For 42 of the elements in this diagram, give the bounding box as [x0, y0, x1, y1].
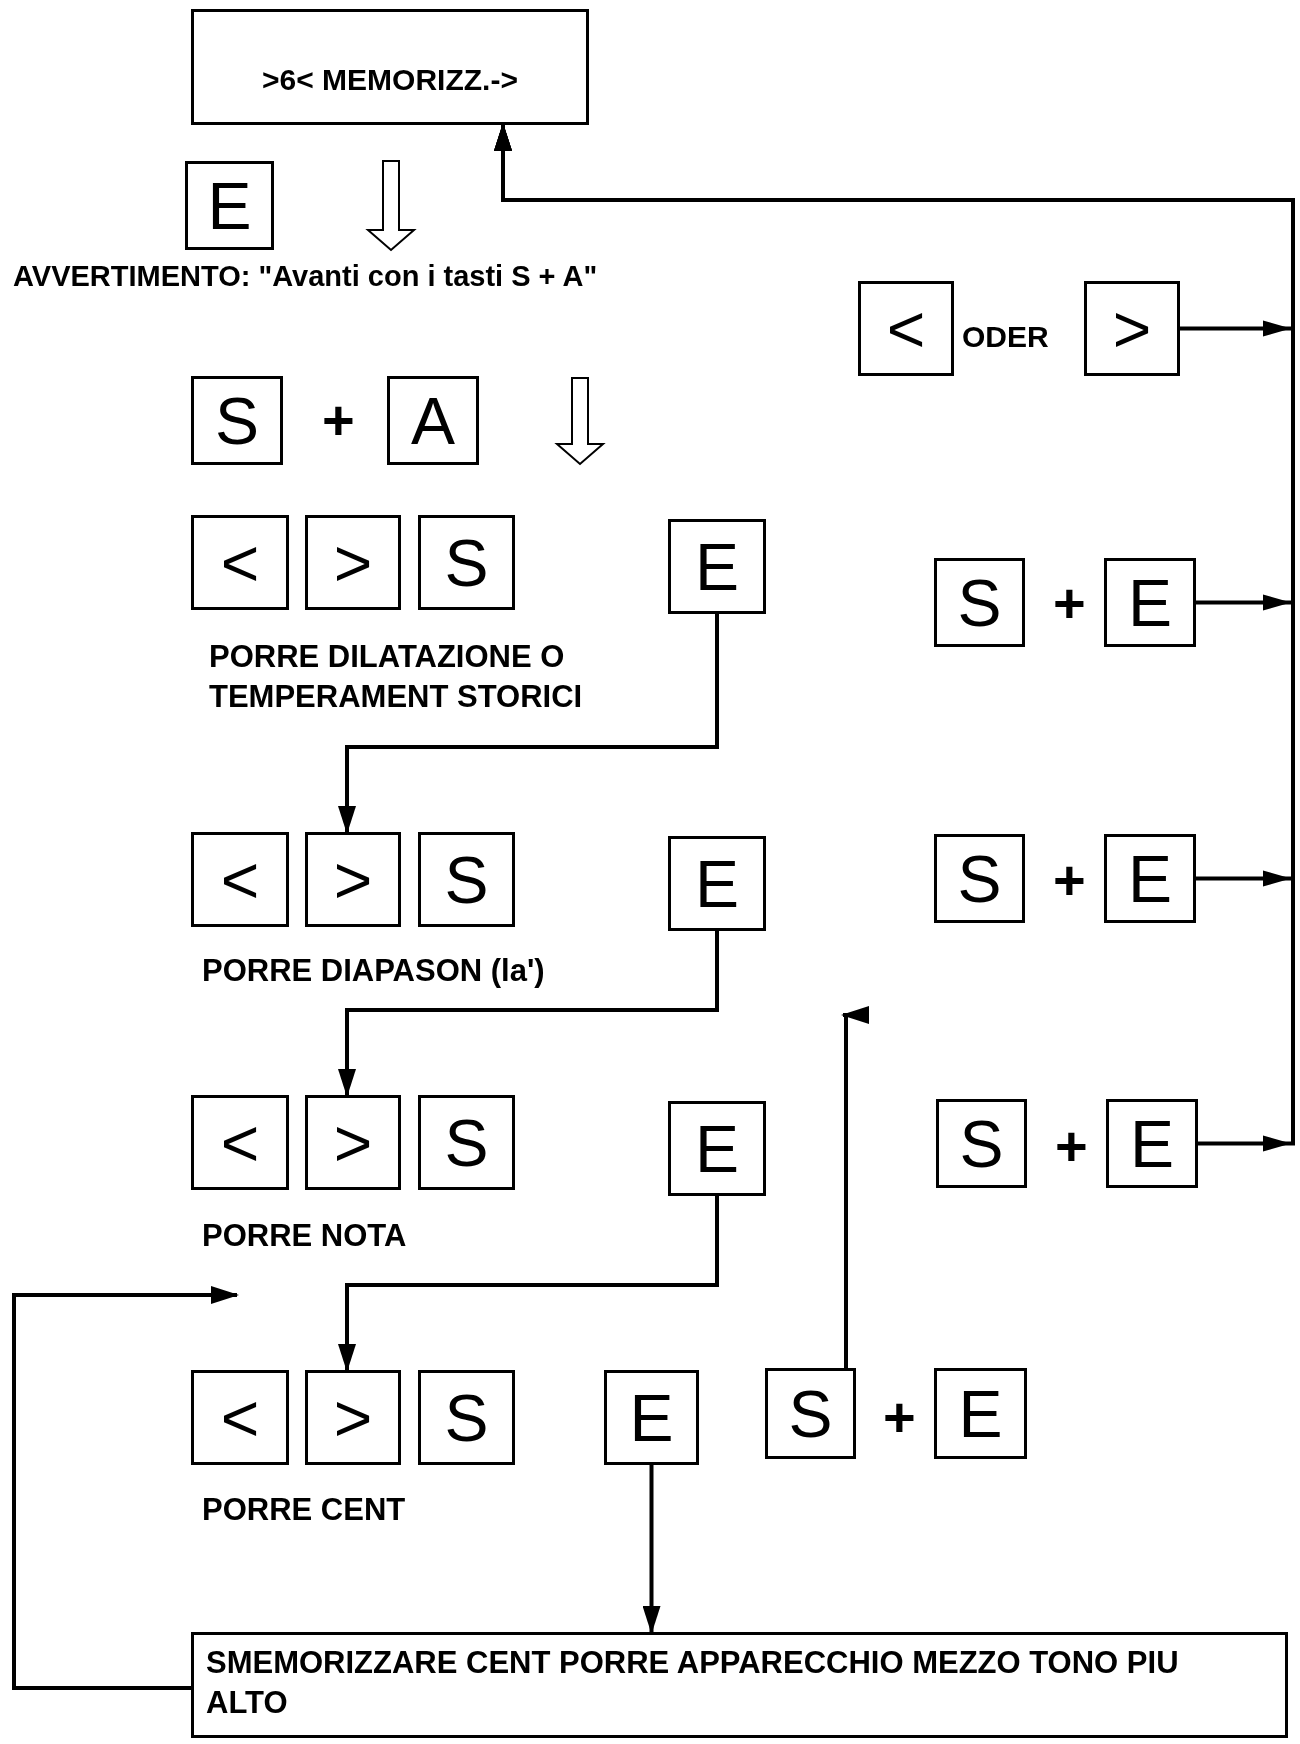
display-box: >6< MEMORIZZ.->: [191, 9, 589, 125]
or-text: ODER: [962, 319, 1049, 355]
key-box: >: [305, 515, 401, 610]
key-box: E: [1104, 558, 1196, 647]
key-box: >: [1084, 281, 1180, 376]
key-box: >: [305, 1370, 401, 1465]
key-box: S: [418, 1370, 515, 1465]
key-box: E: [668, 1101, 766, 1196]
key-box: E: [604, 1370, 699, 1465]
message-box: SMEMORIZZARE CENT PORRE APPARECCHIO MEZZO TONO PIU ALTO: [191, 1632, 1288, 1738]
step-label: PORRE DILATAZIONE O TEMPERAMENT STORICI: [209, 638, 584, 717]
key-box: S: [765, 1368, 856, 1459]
plus-sign: +: [883, 1389, 916, 1445]
key-box: <: [191, 1370, 289, 1465]
key-box: <: [191, 1095, 289, 1190]
key-box: A: [387, 376, 479, 465]
key-box: <: [191, 832, 289, 927]
key-box: E: [668, 836, 766, 931]
key-box: S: [934, 834, 1025, 923]
key-box: E: [185, 161, 274, 250]
key-box: <: [858, 281, 954, 376]
key-box: E: [1106, 1099, 1198, 1188]
key-box: S: [191, 376, 283, 465]
key-box: S: [934, 558, 1025, 647]
step-label: PORRE CENT: [202, 1491, 407, 1529]
step-label: PORRE NOTA: [202, 1217, 408, 1255]
key-box: S: [936, 1099, 1027, 1188]
key-box: E: [668, 519, 766, 614]
warning-text: AVVERTIMENTO: "Avanti con i tasti S + A": [13, 259, 598, 294]
plus-sign: +: [1055, 1118, 1088, 1174]
plus-sign: +: [1053, 852, 1086, 908]
step-label: PORRE DIAPASON (la'): [202, 952, 546, 990]
key-box: >: [305, 832, 401, 927]
key-box: S: [418, 832, 515, 927]
key-box: >: [305, 1095, 401, 1190]
key-box: E: [1104, 834, 1196, 923]
key-box: E: [934, 1368, 1027, 1459]
key-box: <: [191, 515, 289, 610]
plus-sign: +: [1053, 575, 1086, 631]
key-box: S: [418, 1095, 515, 1190]
key-box: S: [418, 515, 515, 610]
plus-sign: +: [322, 392, 355, 448]
